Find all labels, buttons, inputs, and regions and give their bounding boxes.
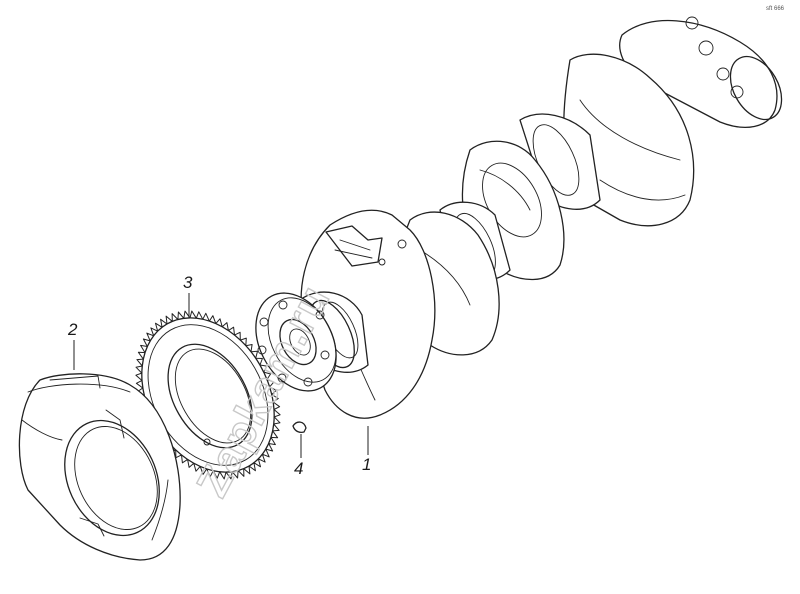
callout-number: 1 [362,455,371,474]
callout-number: 3 [183,273,193,292]
callout-3: 3 [183,273,193,318]
callout-number: 4 [294,459,303,478]
callout-4: 4 [294,434,303,478]
key [292,421,307,433]
callout-number: 2 [67,320,78,339]
counterweight [18,373,181,561]
callout-1: 1 [362,426,371,474]
callout-2: 2 [67,320,78,370]
drawing-code: sft 666 [766,6,785,12]
gear-ring [135,310,281,480]
crankshaft [255,16,783,419]
